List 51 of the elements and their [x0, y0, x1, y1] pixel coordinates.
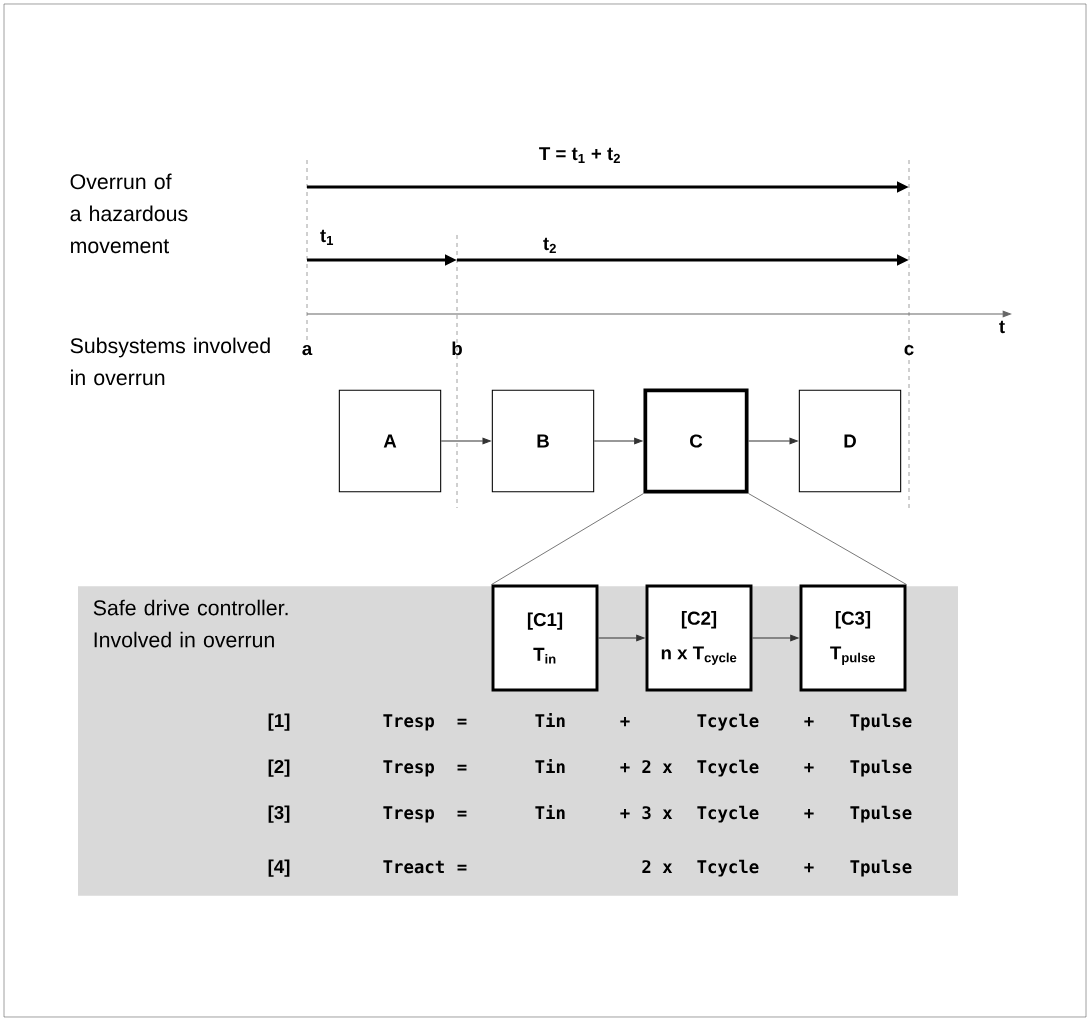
- formula-text: Tin: [535, 712, 565, 727]
- formula-text: =: [457, 810, 467, 817]
- formula-text: Tresp: [383, 806, 434, 823]
- formula-number: [4]: [268, 859, 290, 877]
- formula-text: Tpulse: [850, 805, 912, 823]
- formula-text: =: [457, 764, 467, 771]
- process-box: B: [491, 389, 595, 493]
- process-box: [C1] T$_{in}$: [491, 584, 599, 692]
- formula-text: Tin: [535, 758, 565, 773]
- formula-text: Tpulse: [850, 759, 912, 777]
- side-caption: Subsystems involved in overrun: [70, 337, 270, 386]
- formula-text: +: [804, 716, 814, 727]
- formula-text: +: [620, 808, 630, 819]
- side-caption: Overrun of a hazardous movement: [70, 173, 188, 254]
- process-box: D: [798, 389, 902, 493]
- process-box: A: [338, 389, 442, 493]
- formula-text: =: [457, 864, 467, 871]
- tick-label: c: [904, 344, 914, 356]
- formula-text: +: [620, 762, 630, 773]
- formula-number: [3]: [268, 805, 290, 823]
- formula-text: 3 x: [642, 806, 673, 820]
- formula-text: Treact: [383, 860, 444, 874]
- formula-text: +: [804, 762, 814, 773]
- formula-text: Tcycle: [697, 759, 759, 777]
- formula-text: Tcycle: [697, 713, 759, 731]
- tick-label: a: [302, 344, 313, 356]
- formula-number: [1]: [268, 713, 290, 731]
- process-box: C: [643, 388, 749, 494]
- axis-label: t: [999, 320, 1005, 334]
- process-box: [C2] n x T$_{cycle}$: [645, 584, 753, 692]
- dimension-label: t$_{2}$: [543, 237, 556, 253]
- formula-number: [2]: [268, 759, 290, 777]
- formula-text: =: [457, 718, 467, 725]
- formula-text: +: [804, 808, 814, 819]
- dimension-label: T = t$_{1}$ + t$_{2}$: [539, 147, 620, 163]
- formula-text: Tresp: [383, 760, 434, 777]
- formula-text: Tin: [535, 804, 565, 819]
- formula-text: Tpulse: [850, 713, 912, 731]
- formula-text: Tcycle: [697, 805, 759, 823]
- formula-text: 2 x: [642, 760, 673, 773]
- formula-text: 2 x: [642, 860, 673, 873]
- process-box: [C3] T$_{pulse}$: [799, 584, 907, 692]
- formula-text: +: [620, 716, 630, 727]
- tick-label: b: [452, 341, 462, 356]
- zoom-line: [491, 493, 644, 585]
- dimension-label: t$_{1}$: [320, 229, 334, 245]
- formula-text: +: [804, 862, 814, 873]
- zoom-line: [748, 493, 907, 585]
- formula-text: Tcycle: [697, 859, 759, 877]
- formula-text: Tpulse: [850, 859, 912, 877]
- formula-text: Tresp: [383, 714, 434, 731]
